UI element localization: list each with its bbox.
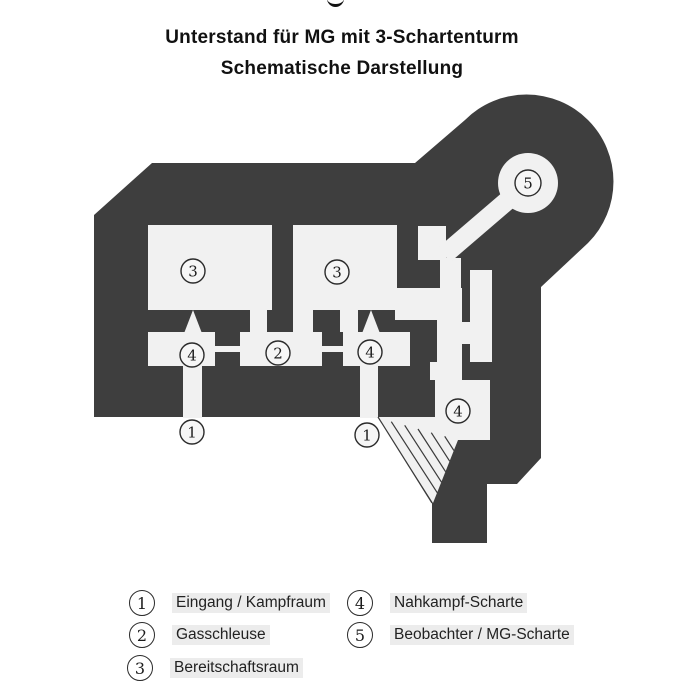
svg-text:5: 5 (523, 175, 533, 193)
door-triangle (361, 310, 381, 336)
legend-number-1: 1 (129, 590, 155, 616)
svg-text:3: 3 (188, 263, 198, 281)
svg-text:3: 3 (332, 264, 342, 282)
legend-label-bereitschaftsraum: Bereitschaftsraum (170, 658, 303, 678)
svg-text:2: 2 (273, 345, 283, 363)
svg-text:4: 4 (187, 347, 197, 365)
legend-label-nahkampf: Nahkampf-Scharte (390, 593, 528, 613)
legend-item-bereitschaftsraum: 3 Bereitschaftsraum (127, 655, 303, 681)
doorway-slot (250, 310, 267, 334)
passage (470, 270, 492, 362)
legend-item-gasschleuse: 2 Gasschleuse (129, 622, 270, 648)
legend-label-gasschleuse: Gasschleuse (172, 625, 270, 645)
doorway-slot (340, 310, 358, 334)
marker-1-left: 1 (179, 419, 205, 445)
marker-3-left: 3 (180, 258, 206, 284)
passage (418, 226, 446, 260)
passage (440, 258, 461, 290)
legend-number-2: 2 (129, 622, 155, 648)
plan-markers: 3 3 4 2 4 1 1 (179, 169, 542, 448)
marker-2: 2 (265, 340, 291, 366)
doorway-slot (293, 310, 313, 334)
legend-item-eingang: 1 Eingang / Kampfraum (129, 590, 330, 616)
diagram-title: Unterstand für MG mit 3-Schartenturm (165, 27, 519, 48)
marker-4-middle: 4 (357, 339, 383, 365)
diagram-subtitle: Schematische Darstellung (220, 58, 464, 79)
passage (437, 318, 462, 362)
passage (395, 288, 462, 320)
entrance-shaft-left (183, 362, 202, 418)
legend-label-beobachter: Beobachter / MG-Scharte (390, 625, 574, 645)
legend-item-beobachter: 5 Beobachter / MG-Scharte (347, 622, 574, 648)
svg-text:4: 4 (365, 344, 375, 362)
legend-label-eingang: Eingang / Kampfraum (172, 593, 330, 613)
passage (430, 362, 462, 380)
marker-3-right: 3 (324, 259, 350, 285)
cropped-text-fragment (327, 0, 344, 7)
marker-1-right: 1 (354, 422, 380, 448)
fire-sector-hatch-lines (377, 416, 455, 504)
legend-item-nahkampf: 4 Nahkampf-Scharte (347, 590, 528, 616)
entrance-shaft-right (360, 362, 378, 418)
room-bereitschaftsraum-left (148, 225, 272, 310)
marker-5-turret: 5 (514, 169, 542, 197)
interior-rooms (148, 153, 558, 503)
fire-sector (378, 417, 458, 503)
marker-4-left: 4 (179, 342, 205, 368)
svg-text:4: 4 (453, 403, 463, 421)
marker-4-bottom: 4 (445, 398, 471, 424)
door-triangle (183, 310, 203, 336)
passage (460, 322, 472, 344)
svg-text:1: 1 (187, 424, 197, 442)
svg-text:1: 1 (362, 427, 372, 445)
legend-number-4: 4 (347, 590, 373, 616)
corridor-door-frames (215, 332, 343, 366)
legend-number-5: 5 (347, 622, 373, 648)
legend-number-3: 3 (127, 655, 153, 681)
